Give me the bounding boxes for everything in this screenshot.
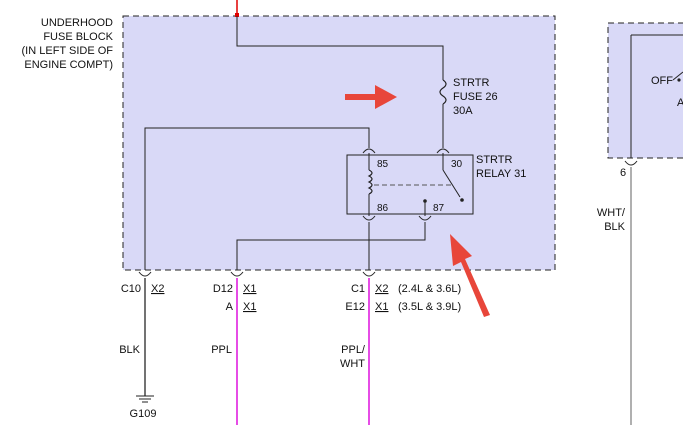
ppl-wire-label: PPL [211, 344, 232, 356]
relay-pin-85: 85 [377, 159, 389, 170]
e12-note: (3.5L & 3.9L) [398, 301, 461, 313]
fuse-block-label: UNDERHOOD FUSE BLOCK (IN LEFT SIDE OF EN… [22, 17, 114, 71]
svg-text:RELAY 31: RELAY 31 [476, 168, 526, 180]
ppl-wht-label-1: PPL/ [341, 344, 366, 356]
ground-label: G109 [130, 408, 157, 420]
svg-text:STRTR: STRTR [476, 154, 513, 166]
d12-connector-symbol [230, 271, 244, 277]
svg-text:UNDERHOOD: UNDERHOOD [41, 17, 113, 29]
svg-text:FUSE 26: FUSE 26 [453, 91, 498, 103]
feed-dot [235, 13, 239, 17]
c1-x2-label: X2 [375, 283, 388, 295]
c10-connector-symbol [138, 271, 152, 277]
ppl-wht-label-2: WHT [340, 358, 365, 370]
svg-text:(IN LEFT SIDE OF: (IN LEFT SIDE OF [22, 45, 114, 57]
d12-x1-label: X1 [243, 283, 256, 295]
svg-text:STRTR: STRTR [453, 77, 490, 89]
svg-text:FUSE BLOCK: FUSE BLOCK [43, 31, 113, 43]
feed-to-fuse-wire [236, 16, 444, 80]
switch-off-lead [672, 71, 683, 81]
c10-to-relay85-wire [144, 127, 370, 270]
relay-label: STRTR RELAY 31 [476, 154, 526, 180]
wht-blk-label-1: WHT/ [597, 207, 626, 219]
switch-contact [460, 198, 464, 202]
relay-pin-87: 87 [433, 203, 445, 214]
blk-wire-label: BLK [119, 344, 140, 356]
a-label: A [226, 301, 234, 313]
switch-pin-label: 6 [620, 167, 626, 179]
c1-note: (2.4L & 3.6L) [398, 283, 461, 295]
relay-coil [367, 169, 373, 195]
e12-label: E12 [345, 301, 365, 313]
svg-text:ENGINE COMPT): ENGINE COMPT) [24, 59, 113, 71]
wht-blk-label-2: BLK [604, 221, 625, 233]
switch-off-contact [677, 78, 681, 82]
c10-label: C10 [121, 283, 141, 295]
svg-text:30A: 30A [453, 105, 473, 117]
pointer-arrow-fuse [345, 85, 397, 109]
ground-symbol [136, 395, 154, 403]
c1-connector-symbol [362, 271, 376, 277]
fuse-label: STRTR FUSE 26 30A [453, 77, 498, 117]
switch-panel-box [607, 22, 683, 159]
relay-switch-arm [442, 169, 461, 198]
e12-x1-label: X1 [375, 301, 388, 313]
fuse-block-box [122, 15, 556, 271]
pointer-arrow-relay [450, 234, 490, 317]
a-x1-label: X1 [243, 301, 256, 313]
relay-pin-86: 86 [377, 203, 389, 214]
relay87-terminal [418, 215, 432, 221]
relay30-terminal [436, 148, 450, 154]
c1-label: C1 [351, 283, 365, 295]
switch-off-label: OFF [651, 75, 673, 87]
relay85-terminal [362, 148, 376, 154]
relay-pin-30: 30 [451, 159, 463, 170]
d12-label: D12 [213, 283, 233, 295]
pin6-connector-symbol [624, 160, 638, 166]
fuse-symbol [439, 79, 447, 105]
relay86-terminal [362, 215, 376, 221]
c10-x2-label: X2 [151, 283, 164, 295]
switch-a-label: A [677, 97, 683, 109]
relay87-to-d12-wire [236, 222, 426, 270]
